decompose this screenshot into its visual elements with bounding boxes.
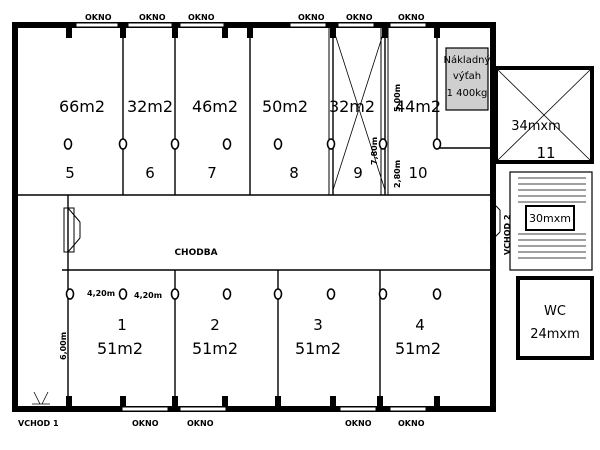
room-3-area: 51m2 (295, 339, 341, 358)
corridor-label: CHODBA (174, 248, 217, 258)
window-label: OKNO (85, 13, 112, 22)
room-4-number: 4 (415, 316, 425, 334)
outer-walls (12, 22, 496, 412)
window-label: OKNO (345, 419, 372, 428)
room-4-area: 51m2 (395, 339, 441, 358)
room-9-area: 32m2 (329, 97, 375, 116)
side-entrance-label: VCHOD 2 (503, 214, 512, 255)
structural-columns (66, 28, 440, 406)
window-label: OKNO (398, 13, 425, 22)
lift-label: Nákladný výťah 1 400kg (444, 54, 491, 99)
dimension-7-80: 7,80m (370, 137, 379, 165)
room-7-area: 46m2 (192, 97, 238, 116)
room-8-area: 50m2 (262, 97, 308, 116)
room-5-number: 5 (65, 164, 75, 182)
stairs-label: 30mxm (529, 212, 571, 225)
room-8-number: 8 (289, 164, 299, 182)
side-entrance-symbol (489, 199, 501, 243)
wc-room (516, 276, 594, 360)
room-2-area: 51m2 (192, 339, 238, 358)
window-openings-bottom (121, 406, 427, 412)
room-10-area: 44m2 (395, 97, 441, 116)
room-11-number: 11 (536, 144, 555, 162)
window-label: OKNO (139, 13, 166, 22)
window-label: OKNO (187, 419, 214, 428)
double-walls (328, 28, 389, 195)
room-9-shaft-cross (332, 27, 386, 191)
window-openings-top (75, 22, 427, 28)
window-label: OKNO (398, 419, 425, 428)
column-rings-bottom (65, 288, 442, 300)
dimension-5-00: 5,00m (393, 84, 402, 112)
dimension-4-20-left: 4,20m (87, 289, 115, 298)
lift-label-line1: Nákladný (444, 54, 491, 66)
room-5-area: 66m2 (59, 97, 105, 116)
freight-lift (445, 47, 489, 111)
wc-area: 24mxm (530, 327, 580, 342)
corridor-door-symbol (63, 207, 81, 253)
room-9-number: 9 (353, 164, 363, 182)
room-1-area: 51m2 (97, 339, 143, 358)
room-7-number: 7 (207, 164, 217, 182)
room-6-number: 6 (145, 164, 155, 182)
wc-label: WC (544, 304, 566, 319)
room-11-area: 34mxm (511, 119, 561, 134)
column-rings-top (63, 138, 442, 150)
room-3-number: 3 (313, 316, 323, 334)
lift-label-line2: výťah (453, 70, 481, 82)
dimension-2-80: 2,80m (393, 160, 402, 188)
top-room-labels: 66m2 5 32m2 6 46m2 7 50m2 8 32m2 9 44m2 … (59, 97, 441, 182)
window-labels: OKNO OKNO OKNO OKNO OKNO OKNO OKNO OKNO … (85, 13, 425, 428)
room-2-number: 2 (210, 316, 220, 334)
window-label: OKNO (132, 419, 159, 428)
room-1-number: 1 (117, 316, 127, 334)
lift-label-line3: 1 400kg (447, 88, 488, 99)
window-label: OKNO (346, 13, 373, 22)
annex-room-11 (494, 66, 594, 164)
bottom-room-labels: 1 51m2 2 51m2 3 51m2 4 51m2 (97, 316, 441, 358)
room-10-number: 10 (408, 164, 427, 182)
window-label: OKNO (188, 13, 215, 22)
window-label: OKNO (298, 13, 325, 22)
staircase (509, 171, 593, 271)
dimension-4-20-right: 4,20m (134, 291, 162, 300)
room-6-area: 32m2 (127, 97, 173, 116)
main-entrance-label: VCHOD 1 (18, 419, 59, 428)
main-entrance-symbol (32, 391, 50, 405)
dimension-6-00: 6,00m (59, 332, 68, 360)
